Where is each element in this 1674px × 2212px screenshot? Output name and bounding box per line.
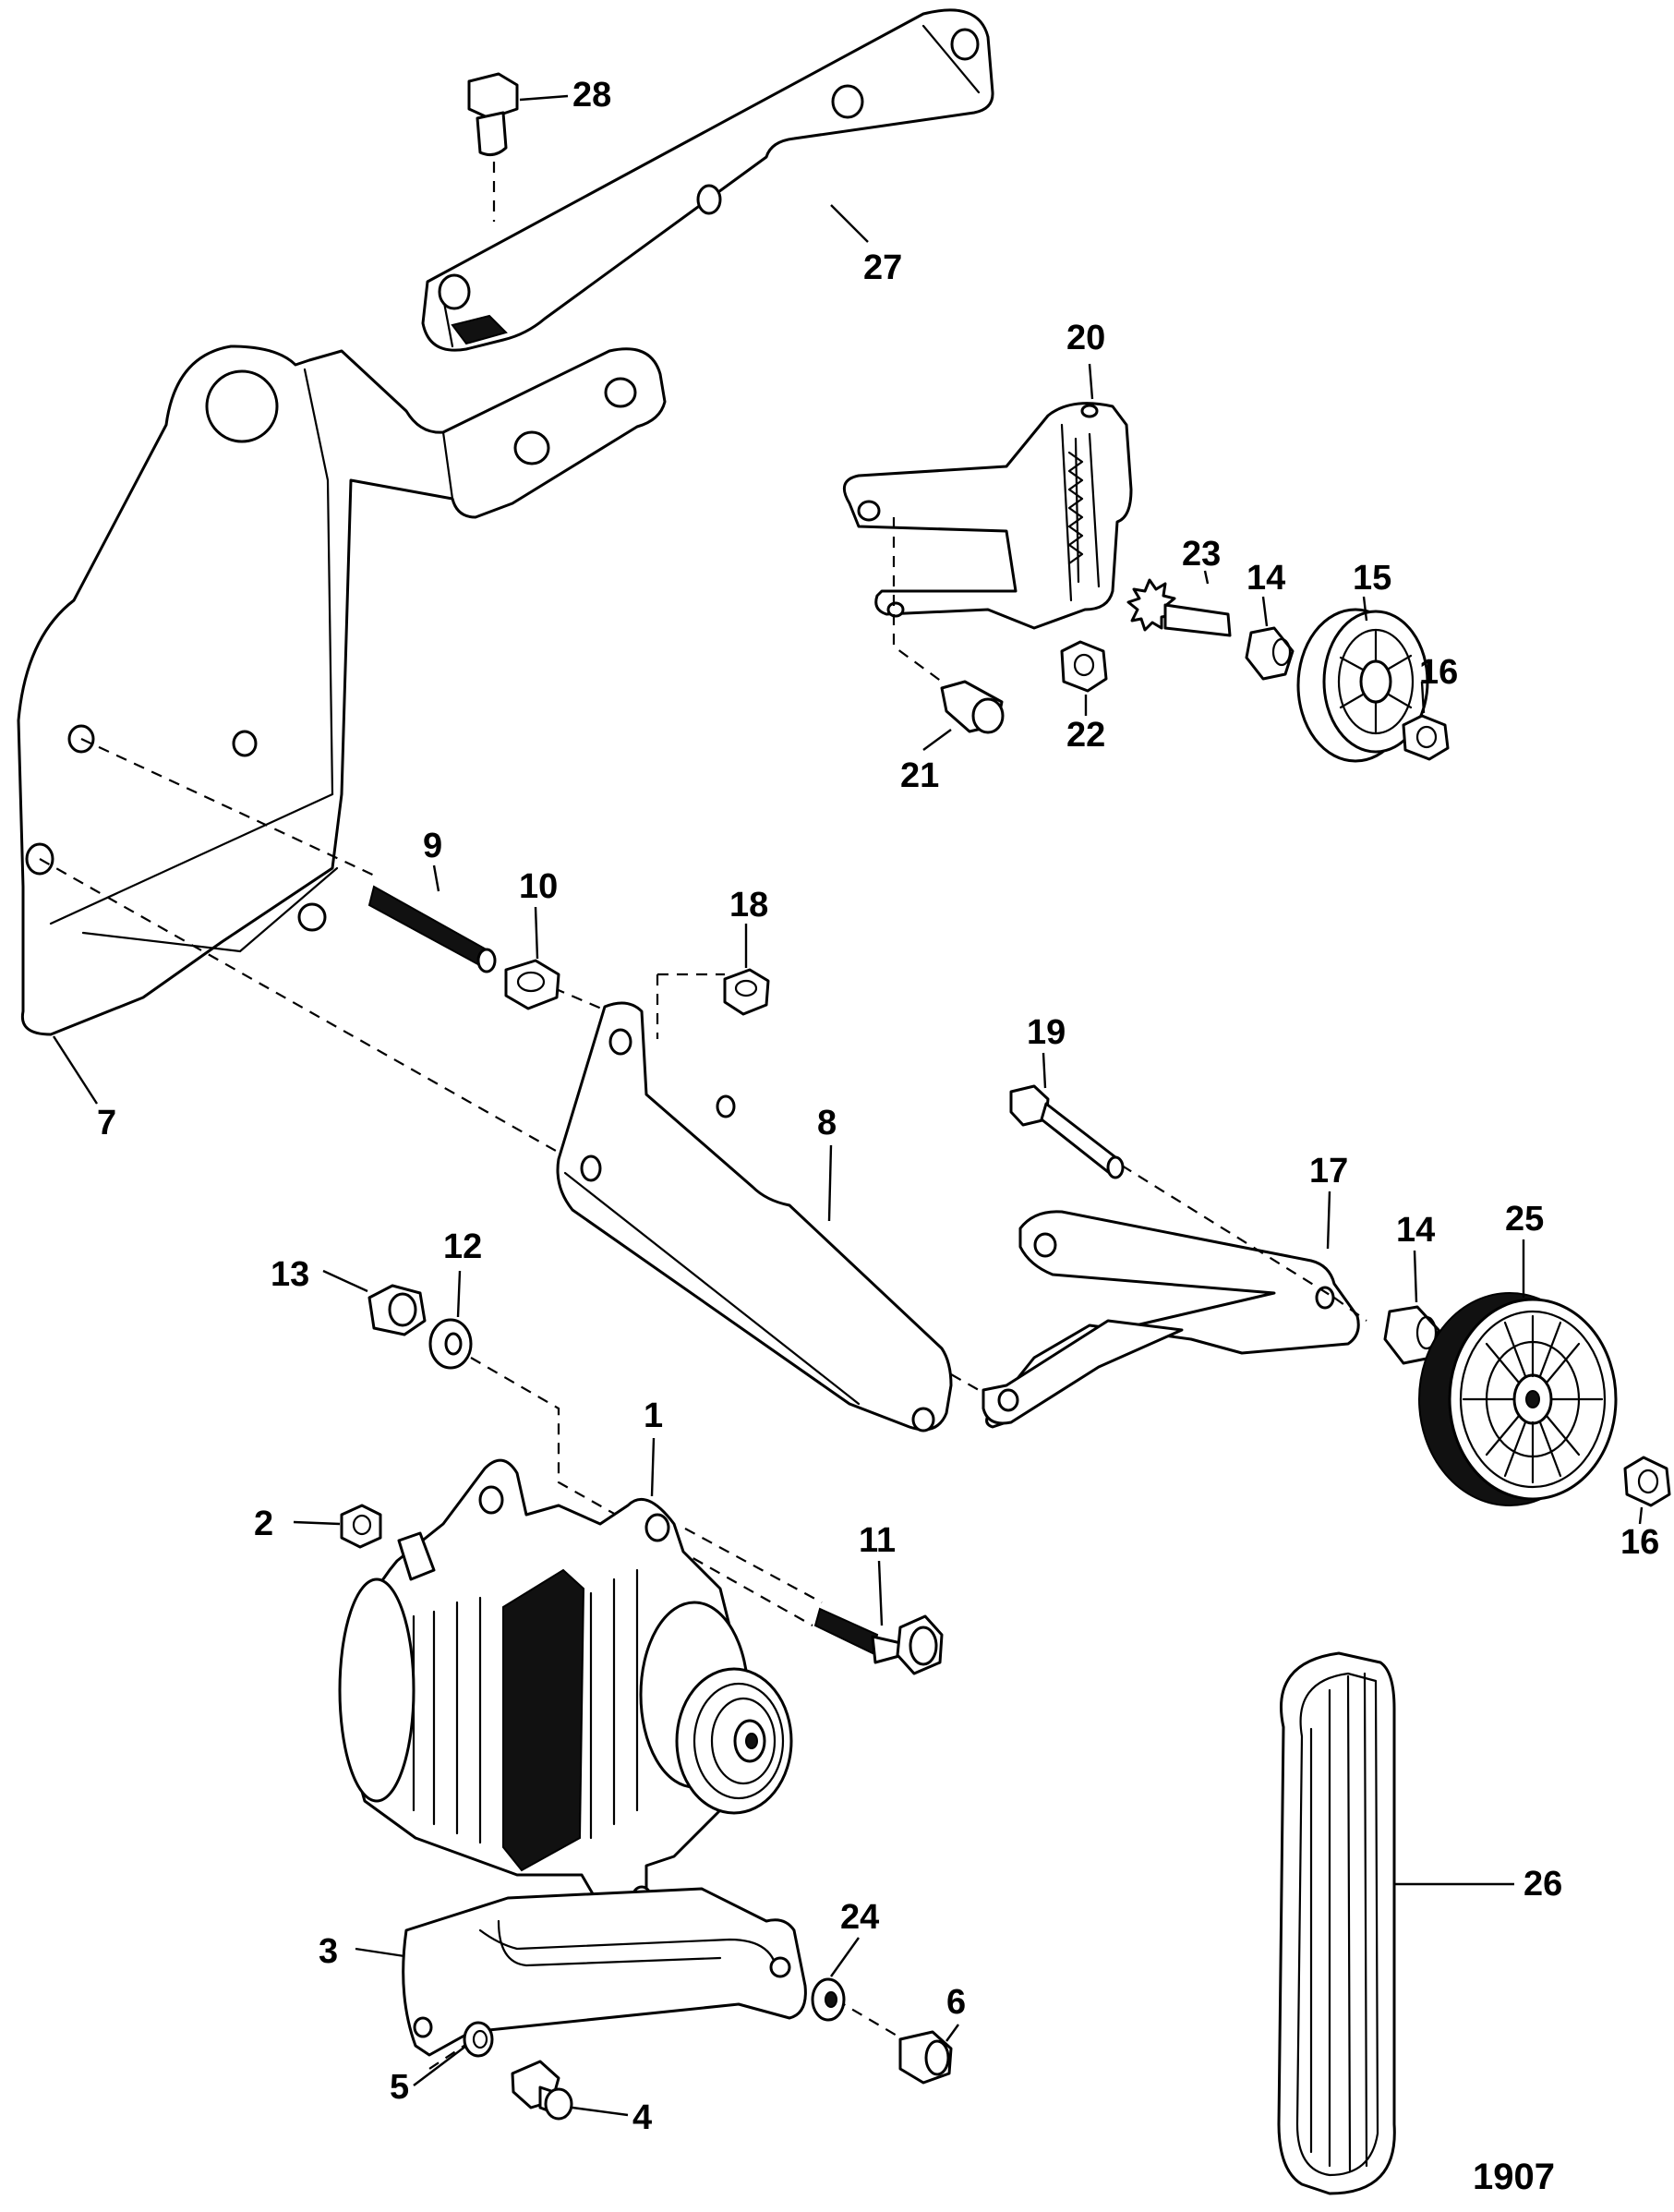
part-17-tensioner-arm [982, 1210, 1360, 1429]
part-1-alternator [338, 1458, 793, 1935]
callout-20: 20 [1066, 319, 1105, 357]
callout-19: 19 [1027, 1013, 1066, 1052]
callout-25: 25 [1505, 1200, 1544, 1239]
part-27-upper-brace [421, 8, 994, 352]
callout-26: 26 [1523, 1865, 1562, 1904]
callout-5: 5 [390, 2068, 409, 2107]
part-26-belt [1277, 1651, 1396, 2195]
callout-23: 23 [1182, 535, 1221, 574]
part-2-nut [340, 1504, 382, 1549]
callout-24: 24 [840, 1898, 879, 1937]
part-21-bolt [940, 680, 1005, 734]
part-6-bolt [898, 2030, 953, 2085]
callout-numbers: 28 27 20 23 14 15 16 21 22 9 10 18 7 19 … [97, 76, 1659, 2137]
callout-11: 11 [859, 1521, 896, 1560]
part-25-idler-pulley [1418, 1292, 1618, 1506]
callout-8: 8 [817, 1104, 837, 1142]
callout-14-upper: 14 [1246, 559, 1285, 598]
part-19-bolt [1009, 1084, 1125, 1179]
callout-6: 6 [946, 1983, 966, 2022]
callout-16-lower: 16 [1620, 1523, 1659, 1562]
part-14-spacer-upper [1245, 626, 1295, 681]
callout-7: 7 [97, 1104, 116, 1142]
part-5-washer [463, 2021, 494, 2058]
part-22-nut [1060, 640, 1108, 693]
part-23-shaft [1126, 578, 1232, 637]
callout-14-lower: 14 [1396, 1211, 1435, 1250]
callout-1: 1 [644, 1396, 663, 1435]
callout-12: 12 [443, 1227, 482, 1266]
callout-10: 10 [519, 867, 558, 906]
part-16-nut-upper [1402, 714, 1450, 761]
callout-21: 21 [900, 756, 939, 795]
part-16-nut-lower [1623, 1456, 1671, 1507]
part-10-nut [504, 959, 560, 1010]
callout-13: 13 [271, 1255, 309, 1294]
part-3-strap [402, 1887, 807, 2057]
part-12-washer [428, 1318, 473, 1370]
part-28-bolt [467, 72, 519, 222]
part-24-washer [811, 1977, 846, 2022]
part-13-nut [367, 1284, 427, 1336]
part-15-pulley [1296, 608, 1429, 763]
figure-number: 1907 [1473, 2157, 1555, 2197]
callout-9: 9 [423, 827, 442, 865]
callout-22: 22 [1066, 716, 1105, 755]
callout-27: 27 [863, 248, 902, 287]
callout-17: 17 [1309, 1152, 1348, 1191]
leader-lines [52, 94, 1644, 2117]
part-20-tensioner-bracket [842, 402, 1133, 630]
callout-3: 3 [319, 1932, 338, 1971]
callout-18: 18 [729, 886, 768, 925]
part-4-bolt [511, 2060, 573, 2121]
part-7-main-bracket [17, 344, 667, 1036]
part-9-stud [367, 885, 497, 973]
part-8-adjusting-bracket [556, 1001, 953, 1432]
callout-2: 2 [254, 1505, 273, 1543]
part-18-nut [723, 968, 770, 1016]
callout-28: 28 [572, 76, 611, 115]
callout-16-upper: 16 [1419, 653, 1458, 692]
callout-4: 4 [632, 2098, 652, 2137]
part-11-bolt [813, 1607, 944, 1675]
callout-15: 15 [1353, 559, 1391, 598]
